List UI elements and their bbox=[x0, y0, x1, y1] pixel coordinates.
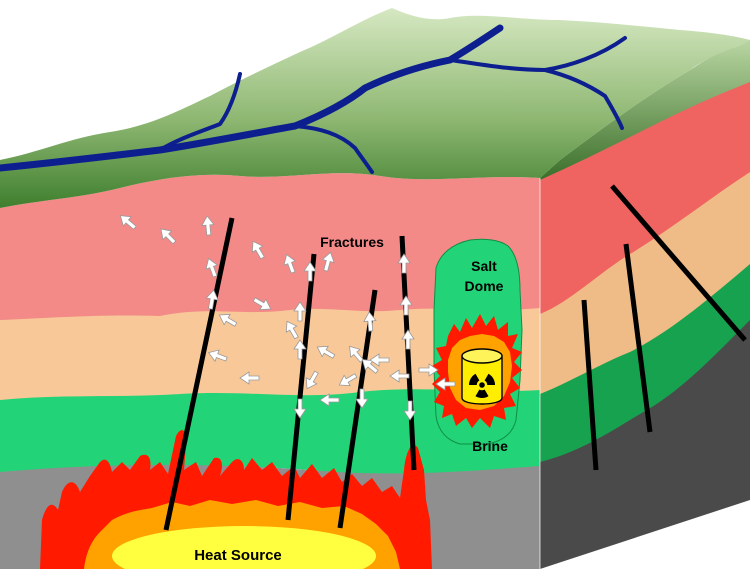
radioactive-waste-barrel bbox=[462, 349, 502, 404]
salt-dome-label-line1: Salt bbox=[471, 258, 497, 274]
fractures-label: Fractures bbox=[320, 234, 384, 250]
heat-source-label: Heat Source bbox=[194, 547, 282, 564]
barrel-lid bbox=[462, 349, 502, 363]
brine-label: Brine bbox=[472, 438, 508, 454]
salt-dome-label-line2: Dome bbox=[465, 278, 504, 294]
salt-dome: Salt Dome Brine bbox=[432, 239, 522, 454]
